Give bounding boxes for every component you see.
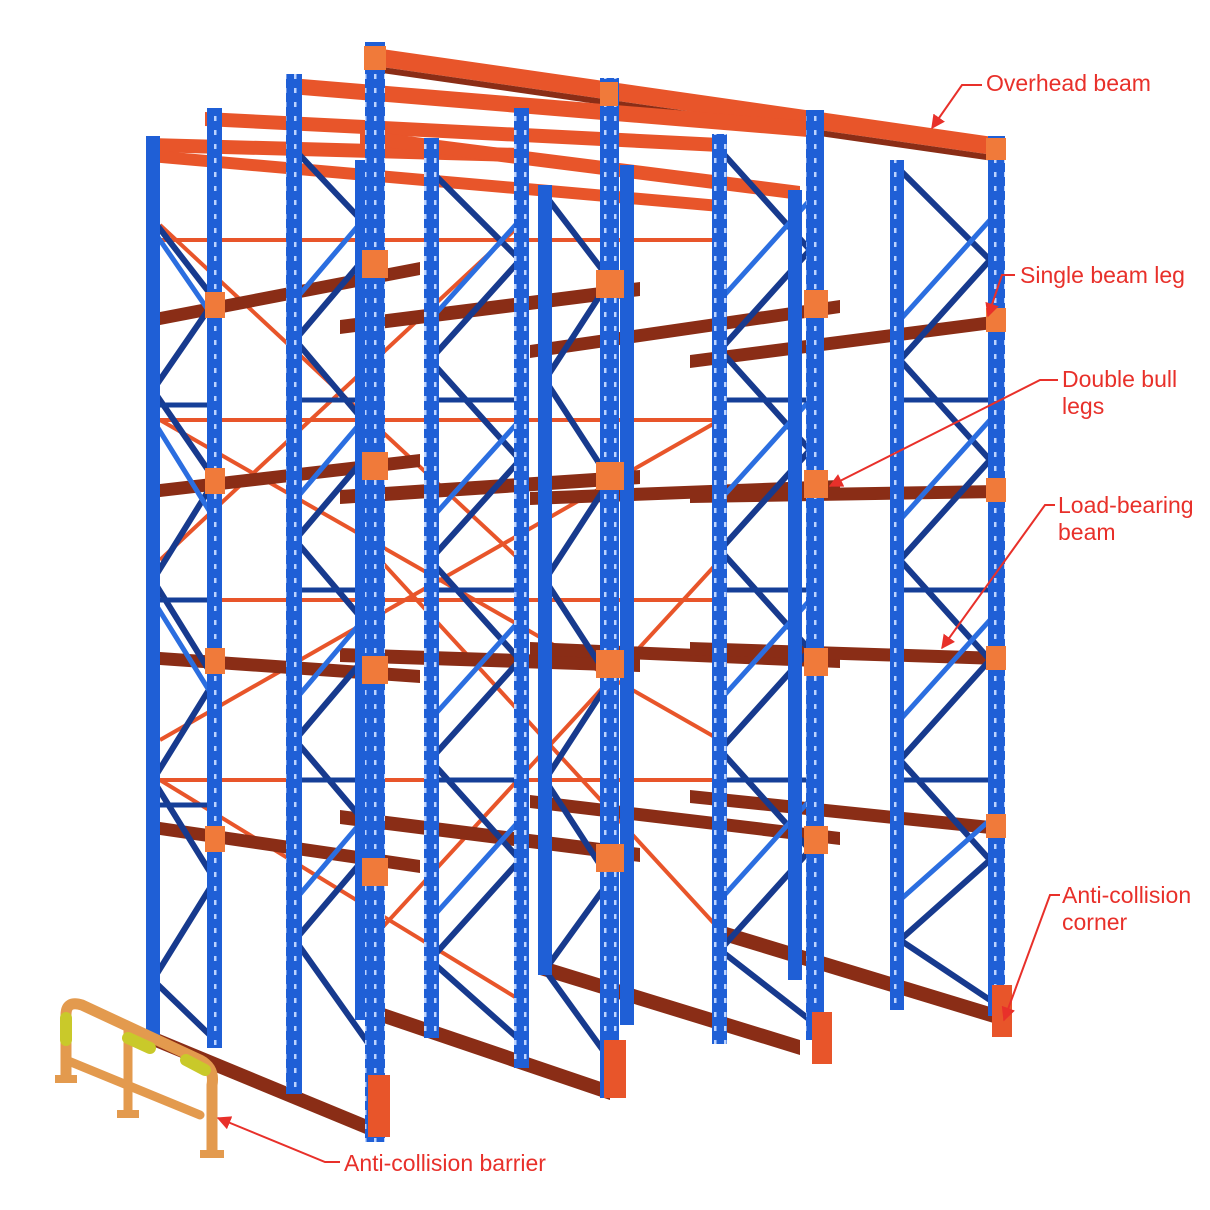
label-anti-collision-barrier: Anti-collision barrier xyxy=(344,1150,546,1177)
frame-bracing xyxy=(153,150,990,1060)
label-anti-collision-corner: Anti-collision corner xyxy=(1062,882,1191,936)
leader-anti-collision-barrier xyxy=(218,1118,340,1162)
overhead-beams xyxy=(150,48,1000,212)
label-double-bull-legs: Double bull legs xyxy=(1062,366,1177,420)
leader-anti-collision-corner xyxy=(1004,895,1060,1020)
label-load-bearing-beam: Load-bearing beam xyxy=(1058,492,1194,546)
label-single-beam-leg: Single beam leg xyxy=(1020,262,1185,289)
leader-overhead-beam xyxy=(932,85,982,128)
floor-rails xyxy=(150,925,1000,1140)
label-overhead-beam: Overhead beam xyxy=(986,70,1151,97)
